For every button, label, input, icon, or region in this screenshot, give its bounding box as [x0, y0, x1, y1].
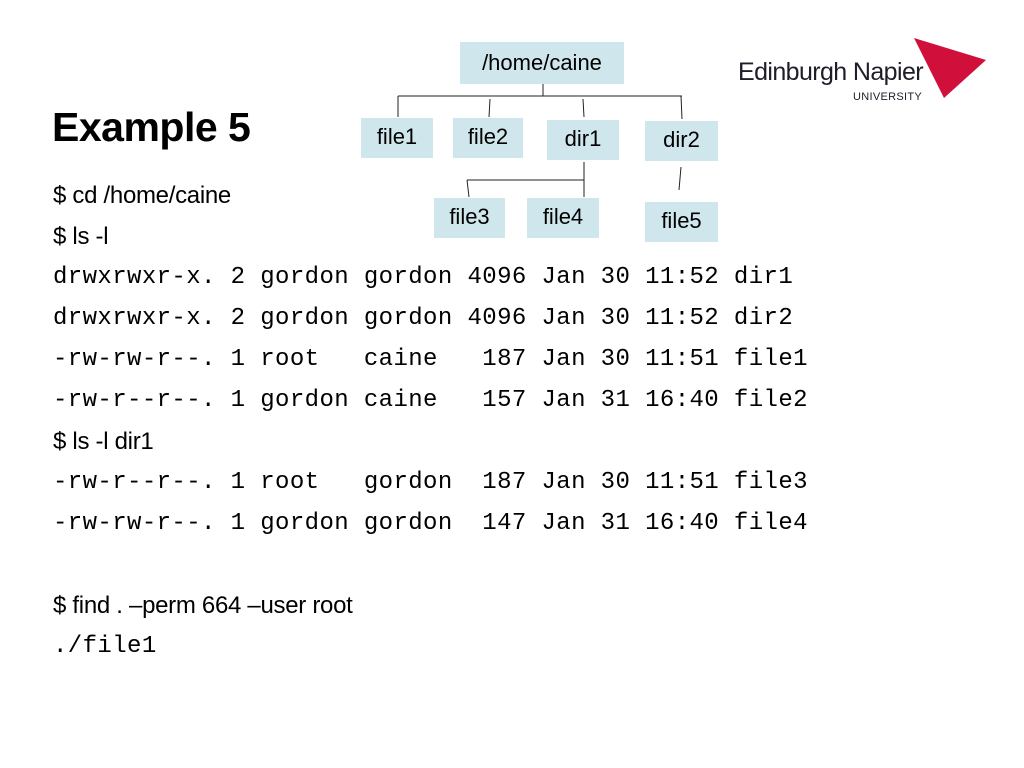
- command-line: $ cd /home/caine: [53, 182, 231, 209]
- output-line: drwxrwxr-x. 2 gordon gordon 4096 Jan 30 …: [53, 305, 794, 332]
- logo-flag-icon: [914, 38, 986, 98]
- command-line: $ ls -l dir1: [53, 428, 154, 455]
- logo-subtitle: UNIVERSITY: [853, 91, 923, 103]
- tree-node-file5: file5: [645, 202, 718, 242]
- tree-node-dir1: dir1: [547, 120, 619, 160]
- slide-title: Example 5: [52, 104, 251, 150]
- tree-node-file4: file4: [527, 198, 599, 238]
- output-line: -rw-rw-r--. 1 root caine 187 Jan 30 11:5…: [53, 346, 808, 373]
- tree-node-file3: file3: [434, 198, 505, 238]
- output-line: ./file1: [53, 633, 157, 660]
- university-logo: Edinburgh Napier UNIVERSITY: [736, 38, 988, 103]
- output-line: drwxrwxr-x. 2 gordon gordon 4096 Jan 30 …: [53, 264, 794, 291]
- tree-node-file1: file1: [361, 118, 433, 158]
- output-line: -rw-r--r--. 1 gordon caine 157 Jan 31 16…: [53, 387, 808, 414]
- logo-name: Edinburgh Napier: [738, 58, 924, 86]
- tree-node-dir2: dir2: [645, 121, 718, 161]
- command-line: $ ls -l: [53, 223, 109, 250]
- output-line: -rw-r--r--. 1 root gordon 187 Jan 30 11:…: [53, 469, 808, 496]
- tree-connectors: [397, 84, 683, 198]
- command-line: $ find . –perm 664 –user root: [53, 592, 353, 619]
- output-line: -rw-rw-r--. 1 gordon gordon 147 Jan 31 1…: [53, 510, 808, 537]
- tree-node-file2: file2: [453, 118, 523, 158]
- tree-node-root: /home/caine: [460, 42, 624, 84]
